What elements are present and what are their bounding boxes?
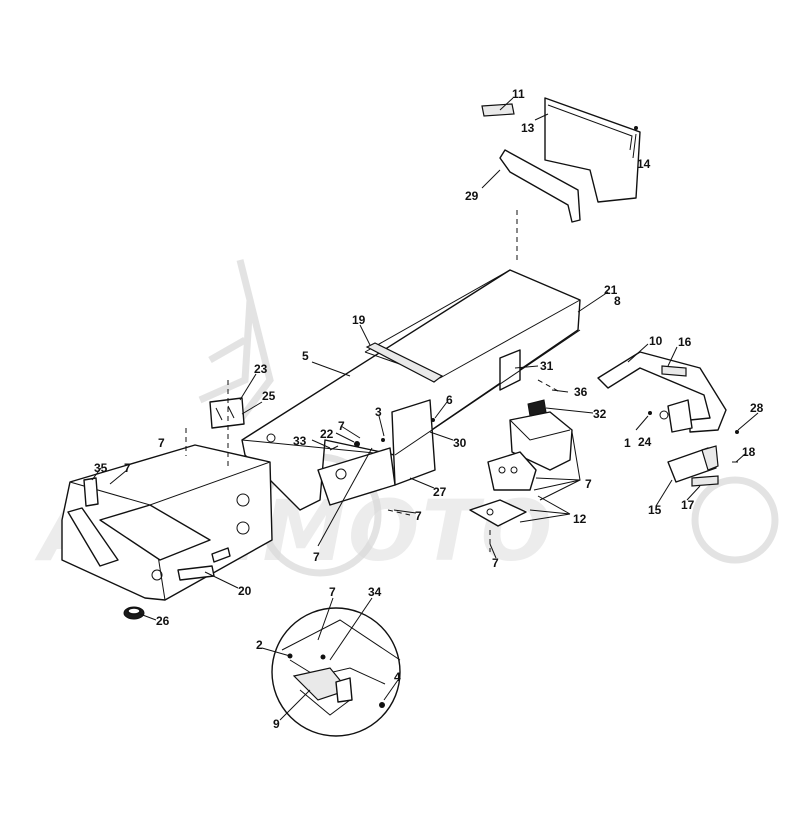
seat-screw: [634, 126, 638, 130]
mount-23: [209, 397, 245, 429]
seat-strap: [481, 103, 515, 117]
bumper: [597, 351, 727, 433]
front-bulkhead: [61, 444, 273, 601]
dash-36: [537, 379, 561, 393]
callout-7h: 7: [329, 585, 336, 599]
callout-22: 22: [320, 427, 334, 441]
washer-24: [659, 410, 669, 420]
detail-circle: [271, 607, 401, 737]
callout-7g: 7: [492, 556, 499, 570]
callout-14: 14: [637, 157, 651, 171]
callout-7d: 7: [585, 477, 592, 491]
bumper-26: [123, 606, 145, 620]
callout-7f: 7: [313, 550, 320, 564]
callout-20: 20: [238, 584, 252, 598]
callout-11: 11: [512, 87, 525, 101]
callout-31: 31: [540, 359, 554, 373]
callout-21: 21: [604, 283, 618, 297]
callout-5: 5: [302, 349, 309, 363]
callout-7b: 7: [338, 419, 345, 433]
callout-9: 9: [273, 717, 280, 731]
leader-lines: [91, 97, 759, 721]
callout-10: 10: [649, 334, 663, 348]
callout-33: 33: [293, 434, 307, 448]
callout-3: 3: [375, 405, 382, 419]
callout-1: 1: [624, 436, 631, 450]
rivet-28: [735, 430, 739, 434]
callout-6: 6: [446, 393, 453, 407]
mount-plate-7: [487, 451, 537, 491]
callout-18: 18: [742, 445, 756, 459]
seat-frame: [499, 149, 581, 223]
callout-7e: 7: [415, 509, 422, 523]
watermark-rider: [198, 259, 274, 423]
callout-17: 17: [681, 498, 695, 512]
bracket-24: [667, 399, 693, 433]
bolt-22: [354, 441, 360, 447]
callout-27: 27: [433, 485, 447, 499]
watermark-wheel-right: [691, 476, 779, 564]
callout-36: 36: [574, 385, 588, 399]
footrest-15: [667, 445, 719, 483]
callout-26: 26: [156, 614, 170, 628]
bolt-1: [648, 411, 652, 415]
pad-17: [691, 475, 719, 487]
dash-7b: [387, 509, 411, 516]
screw-33: [329, 445, 339, 451]
plate-12: [469, 499, 527, 527]
callout-35: 35: [94, 461, 108, 475]
bolt-3: [381, 438, 385, 442]
callout-24: 24: [638, 435, 652, 449]
flap-16: [661, 365, 687, 377]
callout-2: 2: [256, 638, 263, 652]
seat-cushion: [544, 97, 641, 203]
callout-28: 28: [750, 401, 764, 415]
callout-30: 30: [453, 436, 467, 450]
callout-16: 16: [678, 335, 692, 349]
callout-32: 32: [593, 407, 607, 421]
callout-numbers: 11 13 14 29 21 8 19 5 31 36 10 16 23 25 …: [94, 87, 764, 731]
cap-32: [527, 399, 547, 417]
callout-23: 23: [254, 362, 268, 376]
callout-7a: 7: [158, 436, 165, 450]
callout-34: 34: [368, 585, 382, 599]
tunnel: [241, 269, 581, 511]
bolt-6: [431, 418, 435, 422]
callout-8: 8: [614, 294, 621, 308]
callout-29: 29: [465, 189, 479, 203]
reservoir-30: [509, 411, 573, 471]
callout-7c: 7: [124, 461, 131, 475]
callout-13: 13: [521, 121, 535, 135]
callout-25: 25: [262, 389, 276, 403]
callout-4: 4: [394, 670, 401, 684]
bracket-35: [83, 477, 99, 507]
callout-12: 12: [573, 512, 587, 526]
callout-15: 15: [648, 503, 662, 517]
callout-19: 19: [352, 313, 366, 327]
